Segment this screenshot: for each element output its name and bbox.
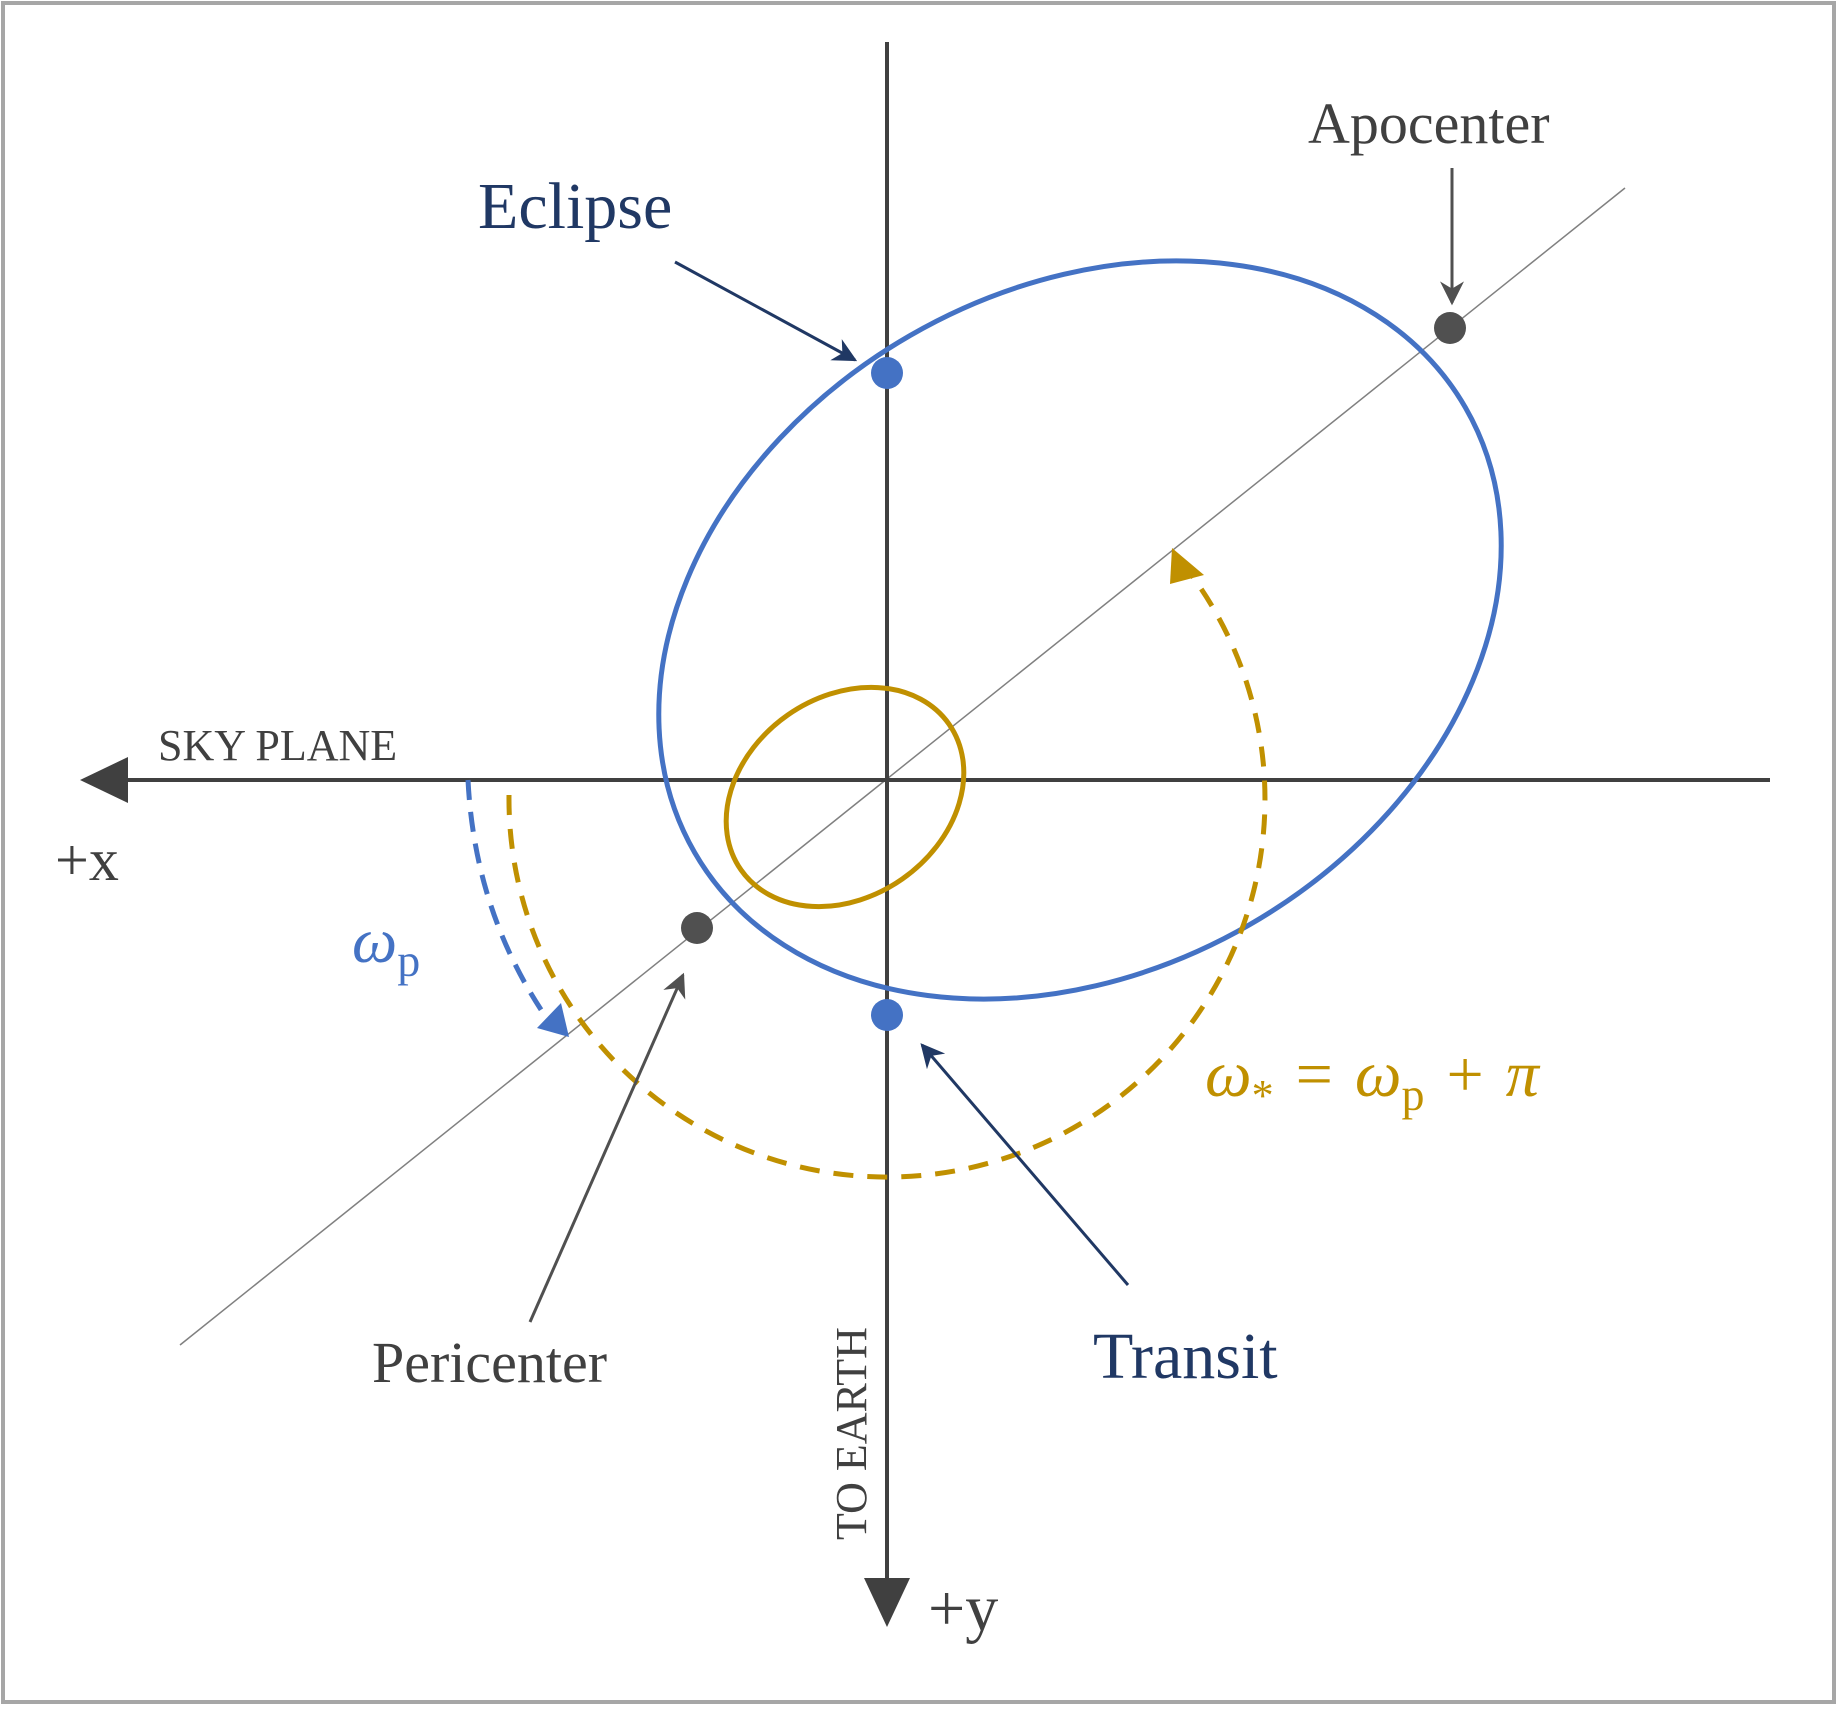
plus-y-label: +y [928, 1572, 998, 1645]
apocenter-point [1434, 312, 1466, 344]
omega-star-arc [506, 562, 1268, 1180]
eclipse-point [871, 357, 903, 389]
pericenter-point [681, 912, 713, 944]
eclipse-label: Eclipse [478, 170, 672, 243]
line-of-sight-arrowhead [864, 1578, 910, 1627]
line-of-apsides [179, 187, 1626, 1346]
transit-label: Transit [1093, 1320, 1278, 1393]
sky-plane-arrowhead [80, 757, 128, 803]
transit-point [871, 999, 903, 1031]
to-earth-label: TO EARTH [827, 1327, 876, 1540]
omega-star-arrowhead [1170, 548, 1204, 584]
apocenter-label: Apocenter [1308, 91, 1550, 156]
eclipse-pointer [674, 260, 858, 362]
omega-p-arrowhead [537, 1003, 569, 1037]
sky-plane-label: SKY PLANE [158, 721, 397, 770]
omega-star-equation: ω*=ωp+π [1205, 1038, 1541, 1120]
star-orbit [723, 684, 967, 910]
pericenter-label: Pericenter [372, 1330, 607, 1395]
pericenter-pointer [528, 972, 686, 1323]
transit-pointer [920, 1043, 1130, 1286]
planet-orbit [656, 258, 1504, 1002]
omega-p-label: ωp [352, 905, 420, 986]
plus-x-label: +x [55, 827, 119, 893]
omega-p-arc [465, 779, 558, 1032]
